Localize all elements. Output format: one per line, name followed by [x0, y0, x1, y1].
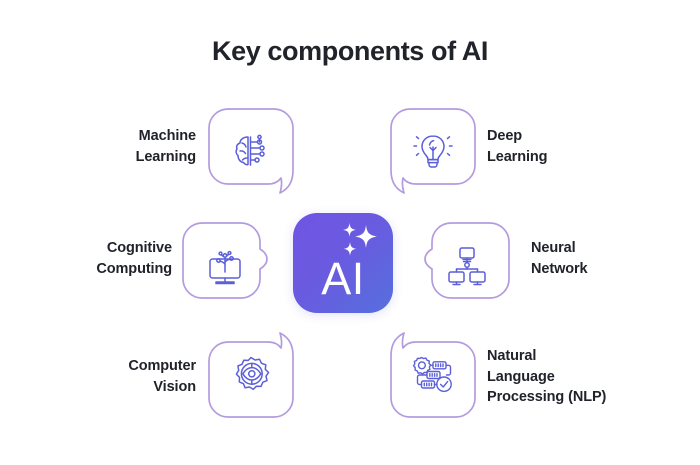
bubble-shape-computer-vision: [208, 332, 294, 418]
sparkles-decoration: [336, 222, 382, 266]
network-nodes-icon: [448, 247, 486, 286]
lightbulb-icon: [413, 135, 453, 168]
page-title: Key components of AI: [211, 36, 489, 66]
process-flow-icon: [412, 356, 452, 393]
label-neural-network: Neural Network: [531, 240, 588, 277]
icon-wrap-neural-network: [424, 222, 510, 308]
ai-badge[interactable]: AI: [293, 213, 393, 313]
icon-wrap-deep-learning: [390, 108, 476, 194]
brain-circuit-icon: [235, 134, 265, 166]
icon-wrap-cognitive-computing: [182, 222, 268, 308]
bubble-neural-network[interactable]: [424, 222, 510, 308]
label-deep-learning: Deep Learning: [487, 128, 548, 165]
icon-wrap-computer-vision: [208, 332, 294, 418]
bubble-shape-natural-language-processing: [390, 332, 476, 418]
bubble-deep-learning[interactable]: [390, 108, 476, 194]
gear-eye-icon: [235, 356, 270, 391]
monitor-sprout-icon: [209, 250, 241, 285]
bubble-computer-vision[interactable]: [208, 332, 294, 418]
bubble-machine-learning[interactable]: [208, 108, 294, 194]
bubble-cognitive-computing[interactable]: [182, 222, 268, 308]
icon-wrap-natural-language-processing: [390, 332, 476, 418]
label-machine-learning: Machine Learning: [135, 128, 197, 165]
label-natural-language-processing: Natural Language Processing (NLP): [487, 348, 607, 406]
label-cognitive-computing: Cognitive Computing: [96, 240, 172, 277]
icon-wrap-machine-learning: [208, 108, 294, 194]
bubble-natural-language-processing[interactable]: [390, 332, 476, 418]
label-computer-vision: Computer Vision: [128, 358, 196, 395]
ai-badge-text: AI: [321, 253, 365, 304]
sparkle-stars-icon: [343, 223, 377, 256]
